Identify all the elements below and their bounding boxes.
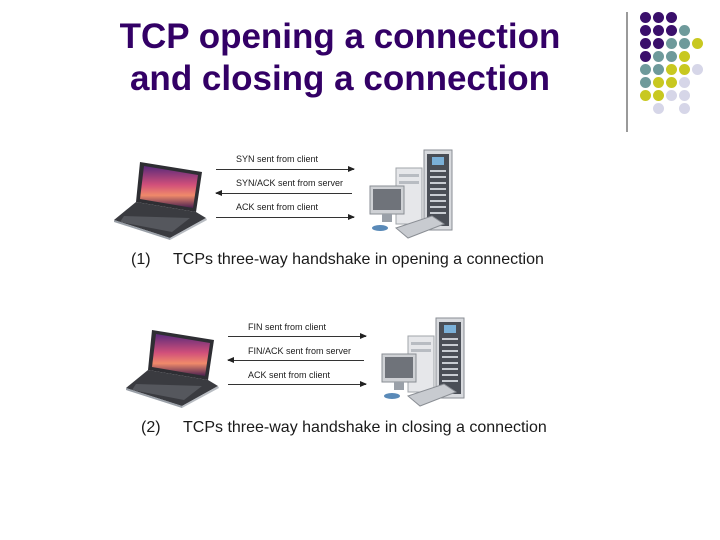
caption-number: (1) [131,251,151,268]
decorative-dot [679,38,690,49]
decorative-dot [666,38,677,49]
decorative-dot [653,38,664,49]
decorative-dot [653,103,664,114]
message-label: SYN/ACK sent from server [236,178,344,188]
arrow-right-icon [216,166,355,172]
decorative-dot [692,38,703,49]
decorative-dot [679,64,690,75]
decorative-dot [653,12,664,23]
decorative-dot [666,90,677,101]
decorative-dot [679,25,690,36]
decorative-dot [679,103,690,114]
decorative-dot [666,51,677,62]
decorative-dot [640,51,651,62]
decorative-dot [692,64,703,75]
laptop-icon [126,330,219,408]
decorative-dot [640,64,651,75]
message-label: FIN sent from client [248,322,327,332]
server-workstation-icon [369,149,453,239]
laptop-icon [114,162,207,240]
decorative-dot [653,90,664,101]
caption-closing: (2) TCPs three-way handshake in closing a… [141,419,547,437]
decorative-dot [640,25,651,36]
message-label: FIN/ACK sent from server [248,346,352,356]
decorative-dot [679,90,690,101]
decorative-dot [640,38,651,49]
arrow-right-icon [228,381,367,387]
decorative-dot [666,64,677,75]
arrow-right-icon [228,333,367,339]
decorative-dot [679,51,690,62]
message-label: ACK sent from client [236,202,319,212]
decorative-dot [666,25,677,36]
server-workstation-icon [381,317,465,407]
message-label: ACK sent from client [248,370,331,380]
message-label: SYN sent from client [236,154,319,164]
decorative-dot [640,77,651,88]
slide-title-line-1: TCP opening a connection [119,17,561,56]
slide-title-line-2: and closing a connection [129,59,551,98]
decorative-dot [653,25,664,36]
caption-text: TCPs three-way handshake in opening a co… [173,251,544,268]
caption-opening: (1) TCPs three-way handshake in opening a… [131,251,544,269]
decorative-vertical-line [626,12,628,132]
decorative-dot [640,90,651,101]
arrow-left-icon [215,190,352,196]
arrow-right-icon [216,214,355,220]
slide-title: TCP opening a connection and closing a c… [60,16,620,100]
decorative-dot [653,64,664,75]
caption-number: (2) [141,419,161,436]
decorative-dot [653,51,664,62]
decorative-dot [679,77,690,88]
arrow-left-icon [227,357,364,363]
decorative-dot [653,77,664,88]
decorative-dot [666,12,677,23]
decorative-dot [666,77,677,88]
decorative-dot [640,12,651,23]
caption-text: TCPs three-way handshake in closing a co… [183,419,547,436]
